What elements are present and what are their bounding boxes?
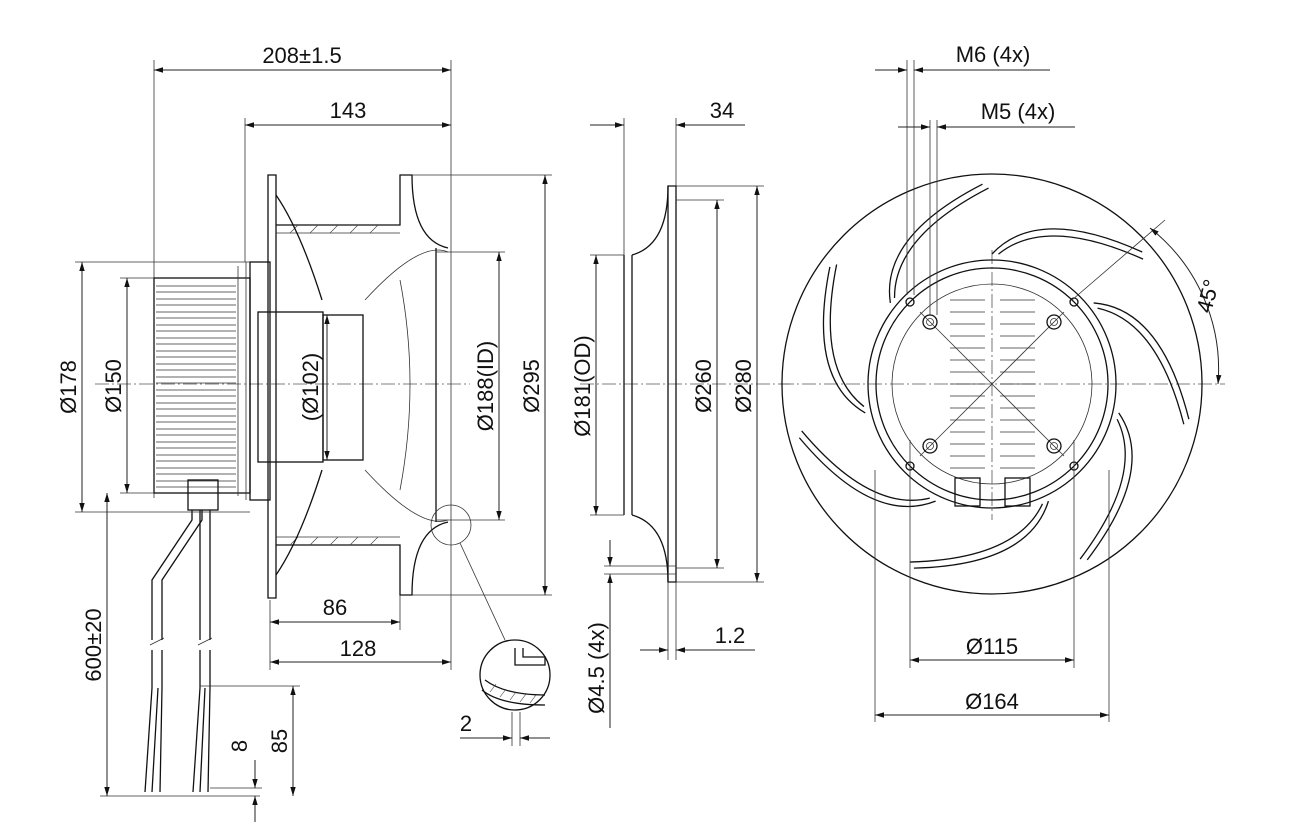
m5-thread-label: M5 (4x) [981,99,1056,124]
inlet-ring-view: 34 Ø181(OD) Ø260 Ø280 Ø4.5 (4x) 1.2 [570,98,790,728]
dim-ring-280: Ø280 [731,359,756,413]
dim-depth-86: 86 [323,595,347,620]
detail-view: 2 [460,639,551,746]
impeller-blades [798,183,1190,569]
dim-ring-width: 34 [710,98,734,123]
detail-circle [430,504,472,546]
dim-ring-thickness: 1.2 [715,623,746,648]
dim-overall-length: 208±1.5 [262,43,341,68]
dim-cable-length: 600±20 [81,608,106,681]
impeller-outer-circle [781,173,1203,595]
dim-impeller-diameter: Ø295 [519,359,544,413]
dim-ring-outer-diameter: Ø181(OD) [570,335,595,436]
dim-bolt-circle-164: Ø164 [965,689,1019,714]
dim-motor-diameter: (Ø102) [298,353,323,421]
impeller-profile [267,174,449,599]
dim-housing-diameter: Ø178 [56,360,81,414]
m6-thread-label: M6 (4x) [956,42,1031,67]
motor-housing [153,261,364,501]
dim-inlet-id: Ø188(ID) [473,341,498,431]
dim-lead-85: 85 [267,729,292,753]
cables [100,479,300,797]
dim-impeller-length: 143 [330,98,367,123]
dim-ring-260: Ø260 [691,359,716,413]
dim-housing-inner-diameter: Ø150 [101,359,126,413]
dim-detail-2: 2 [460,711,472,736]
dim-depth-128: 128 [340,636,377,661]
dim-lead-8: 8 [227,740,252,752]
dim-bolt-circle-115: Ø115 [966,634,1018,659]
front-view: M6 (4x) M5 (4x) 45° Ø115 Ø164 [780,42,1225,722]
side-view: 208±1.5 143 Ø178 Ø150 (Ø102) Ø188(ID) Ø2… [56,43,552,822]
dim-ring-holes: Ø4.5 (4x) [584,622,609,714]
